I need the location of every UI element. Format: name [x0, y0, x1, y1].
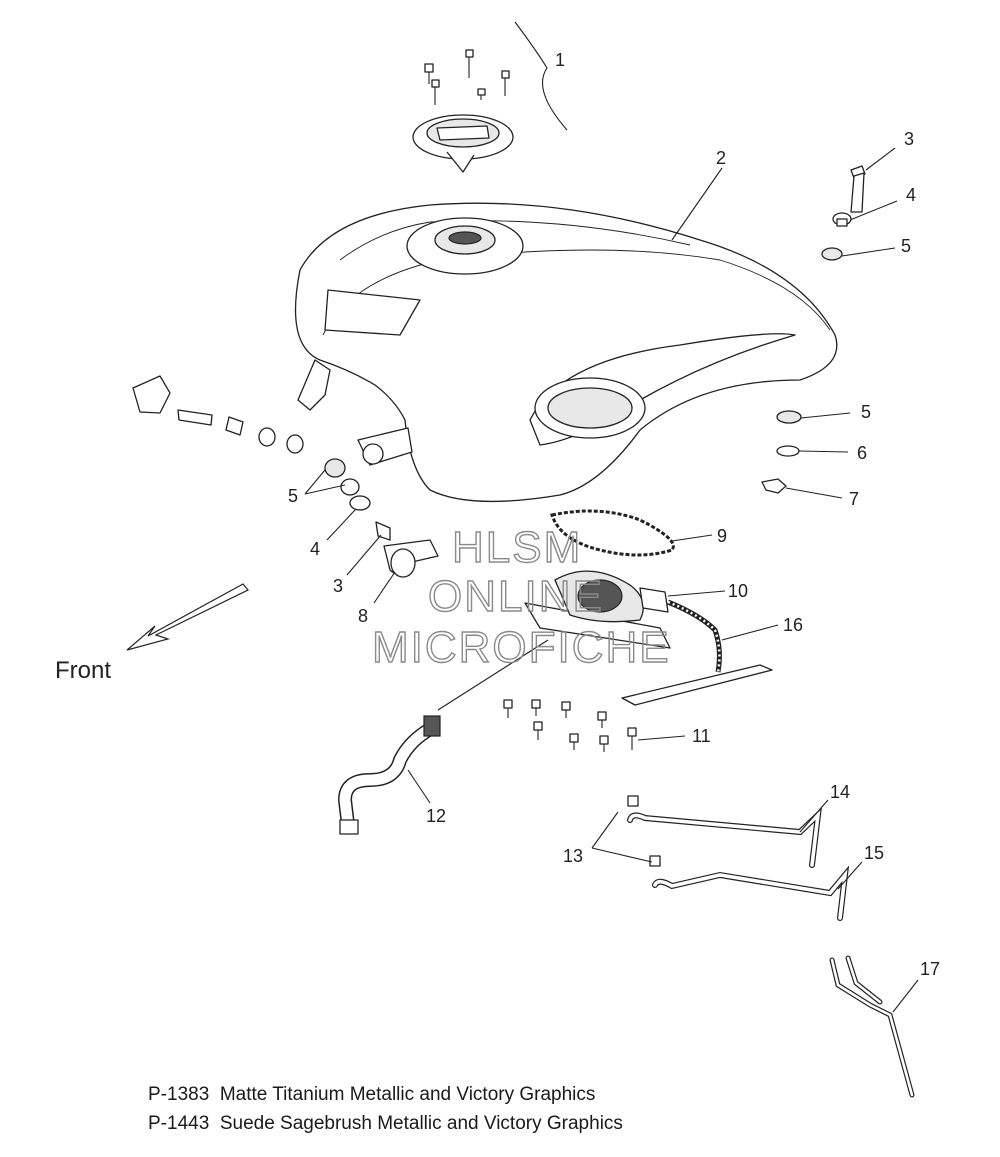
callout-5: 5 — [901, 236, 911, 256]
callout-12: 12 — [426, 806, 446, 826]
callout-11: 11 — [692, 726, 711, 746]
watermark-line: ONLINE — [428, 572, 604, 621]
callout-8: 8 — [358, 606, 368, 626]
watermark: HLSM ONLINE MICROFICHE — [371, 522, 671, 672]
footer-color-line: P-1443 Suede Sagebrush Metallic and Vict… — [148, 1113, 623, 1134]
right-lower-hardware — [761, 410, 851, 499]
front-arrow-icon — [126, 583, 249, 651]
footer-color-line: P-1383 Matte Titanium Metallic and Victo… — [148, 1084, 596, 1105]
callout-13: 13 — [563, 846, 583, 866]
callout-4: 4 — [310, 539, 320, 559]
watermark-line: HLSM — [452, 523, 582, 572]
fuel-tank — [294, 167, 838, 503]
vent-lines — [591, 795, 863, 921]
callout-4: 4 — [906, 185, 916, 205]
callout-15: 15 — [864, 843, 884, 863]
front-label: Front — [55, 657, 111, 684]
callout-7: 7 — [849, 489, 859, 509]
fuel-cap-assembly — [412, 21, 568, 173]
callout-14: 14 — [830, 782, 850, 802]
pump-screws — [503, 699, 686, 752]
callout-1: 1 — [555, 50, 565, 70]
right-hardware-stack — [821, 147, 898, 261]
callout-2: 2 — [716, 148, 726, 168]
callout-17: 17 — [920, 959, 940, 979]
fuel-pump-gasket — [550, 509, 713, 557]
callout-9: 9 — [717, 526, 727, 546]
cap-screw — [424, 49, 510, 105]
watermark-line: MICROFICHE — [372, 623, 671, 672]
callouts: 1 2 3 4 5 5 6 7 5 4 3 8 9 10 16 11 12 14… — [288, 50, 940, 979]
callout-16: 16 — [783, 615, 803, 635]
left-mount-hardware — [132, 375, 439, 604]
callout-10: 10 — [728, 581, 748, 601]
callout-5: 5 — [288, 486, 298, 506]
callout-3: 3 — [333, 576, 343, 596]
callout-6: 6 — [857, 443, 867, 463]
callout-3: 3 — [904, 129, 914, 149]
overflow-lines — [829, 955, 919, 1098]
fuel-hose — [337, 715, 441, 835]
callout-5: 5 — [861, 402, 871, 422]
fuel-pump-assembly — [437, 570, 779, 711]
